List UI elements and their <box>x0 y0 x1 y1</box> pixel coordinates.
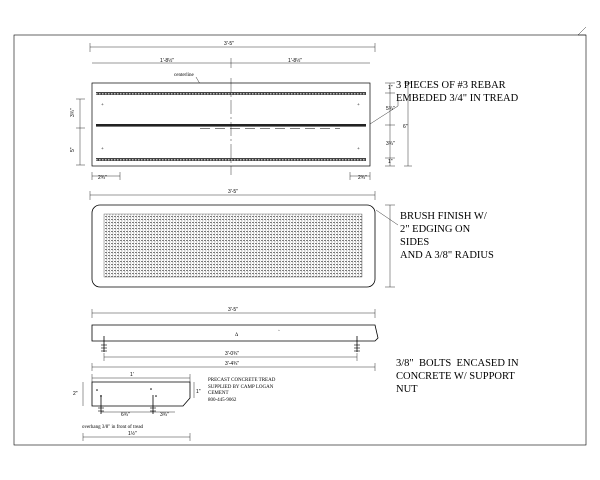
dim-right-edge: 2¾" <box>358 175 367 181</box>
side-view: 3'-5" Δ ◦ 3'-0¾" <box>91 307 379 371</box>
side-mark-a: Δ <box>235 333 239 338</box>
dim-half-right: 1'-8½" <box>288 57 302 64</box>
brush-area <box>103 213 363 278</box>
side-slab <box>91 324 379 342</box>
dim-bolt-span-b: 3'-4¾" <box>225 361 239 367</box>
centerline-label: centerline <box>174 73 194 78</box>
dim-section-b: 3¾" <box>160 412 169 418</box>
dim-right-bottom: 1" <box>388 159 393 165</box>
dim-right-c: 6" <box>403 124 408 130</box>
rebar-note: 3 PIECES OF #3 REBAR EMBEDED 3/4" IN TRE… <box>396 80 519 105</box>
sheet-corner-right <box>577 26 587 36</box>
brush-finish-note: BRUSH FINISH W/ 2" EDGING ON SIDES AND A… <box>400 211 494 262</box>
dim-half-left: 1'-8½" <box>160 57 174 64</box>
dim-section-total: 1½" <box>128 430 137 437</box>
section-bolt-right <box>150 395 156 414</box>
dim-right-mid-a: 5¾" <box>386 106 395 112</box>
nosing-note: overhang 3/8" in front of tread <box>82 425 144 430</box>
finish-view: 3'-5" <box>89 189 399 288</box>
sheet-border <box>13 34 587 446</box>
precast-note: PRECAST CONCRETE TREAD SUPPLIED BY CAMP … <box>208 378 276 403</box>
plan-view: 3'-5" 1'-8½" 1'-8½" centerline + + + + <box>70 41 412 181</box>
rebar-top <box>96 92 366 95</box>
bolt-mark-bl: + <box>101 147 104 152</box>
rebar-bottom <box>96 158 366 161</box>
bolt-left <box>101 336 107 352</box>
dim-left-edge: 2¾" <box>98 175 107 181</box>
dim-overall-side: 3'-5" <box>228 307 238 313</box>
dim-right-mid-b: 3¾" <box>386 141 395 147</box>
dim-section-d: 2" <box>73 391 78 397</box>
bolt-right <box>354 336 360 352</box>
bolt-mark-tl: + <box>101 103 104 108</box>
dim-overall-plan: 3'-5" <box>224 41 234 47</box>
dim-overall-finish: 3'-5" <box>228 189 238 195</box>
bolts-note: 3/8" BOLTS ENCASED IN CONCRETE W/ SUPPOR… <box>396 358 519 396</box>
section-profile <box>91 381 191 407</box>
bolt-mark-tr: + <box>357 103 360 108</box>
dim-bolt-span: 3'-0¾" <box>225 351 239 357</box>
dim-section-width: 1' <box>130 372 134 378</box>
section-detail: 1' 2" 6¾" 3¾" 1" ov <box>73 372 201 441</box>
dim-depth-b: 5" <box>70 147 76 152</box>
side-mark-b: ◦ <box>278 329 280 334</box>
dim-right-top: 1" <box>388 85 393 91</box>
dim-depth-a: 3¾" <box>70 108 76 117</box>
section-bolt-left <box>98 395 104 414</box>
dim-section-a: 6¾" <box>121 412 130 418</box>
bolt-mark-br: + <box>357 147 360 152</box>
dim-section-c: 1" <box>196 389 201 395</box>
